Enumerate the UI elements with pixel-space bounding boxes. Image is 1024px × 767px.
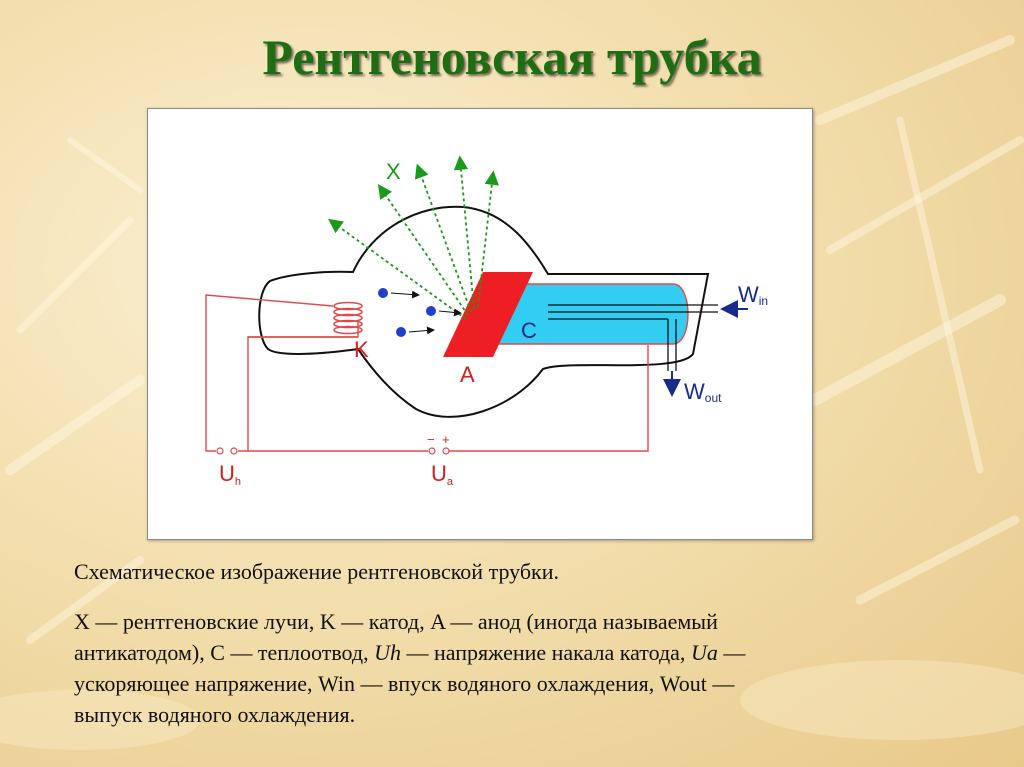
xray-ray-2 [377, 184, 469, 316]
label-ua: Ua [431, 461, 454, 488]
water-outlet-pipe [548, 318, 677, 371]
caption-title: Схематическое изображение рентгеновской … [74, 559, 560, 584]
water-inlet-pipe [548, 304, 718, 313]
xray-tube-diagram: X K A C Win Wout Uh Ua − + [147, 108, 813, 540]
caption-line-2b: — напряжение накала катода, [401, 640, 691, 665]
electron-arrow-2 [438, 308, 462, 317]
uh-terminal-2 [230, 447, 238, 455]
anode-wire [448, 345, 649, 452]
glass-tube-outline [258, 205, 710, 418]
heater-wire-right [238, 320, 359, 452]
ua-terminal-plus [442, 447, 450, 455]
ua-terminal-minus [428, 447, 436, 455]
label-uh: Uh [219, 461, 241, 488]
xray-ray-5 [477, 170, 499, 308]
heat-sink [497, 283, 689, 345]
label-x-rays: X [386, 159, 401, 184]
caption-line-2c: — [717, 640, 746, 665]
label-ua-plus: + [442, 432, 450, 447]
label-ua-minus: − [427, 432, 435, 447]
uh-terminal-1 [216, 447, 224, 455]
caption-line-3: ускоряющее напряжение, Win — впуск водян… [74, 671, 735, 696]
caption-line-1: X — рентгеновские лучи, K — катод, A — а… [74, 609, 718, 634]
electron-3 [396, 327, 406, 337]
label-water-in: Win [738, 282, 768, 308]
anode-target [443, 272, 533, 357]
label-water-out: Wout [684, 379, 722, 405]
heater-wire-left [205, 294, 334, 452]
xray-ray-3 [414, 163, 472, 313]
label-cathode: K [354, 337, 369, 362]
caption-line-4: выпуск водяного охлаждения. [74, 702, 356, 727]
xray-ray-1 [328, 218, 467, 320]
caption-legend: X — рентгеновские лучи, K — катод, A — а… [74, 606, 974, 730]
caption-line-2a: антикатодом), C — теплоотвод, [74, 640, 375, 665]
electron-arrow-1 [390, 290, 420, 299]
label-heat-sink: C [521, 318, 537, 343]
electron-1 [378, 288, 388, 298]
slide-title: Рентгеновская трубка [262, 29, 762, 85]
electron-arrow-3 [408, 326, 435, 335]
label-anode: A [460, 362, 475, 387]
xray-ray-4 [453, 155, 475, 310]
caption-uh: Uh [374, 640, 402, 665]
caption-ua: Ua [690, 640, 718, 665]
cathode-coil [333, 301, 363, 335]
electron-2 [426, 306, 436, 316]
